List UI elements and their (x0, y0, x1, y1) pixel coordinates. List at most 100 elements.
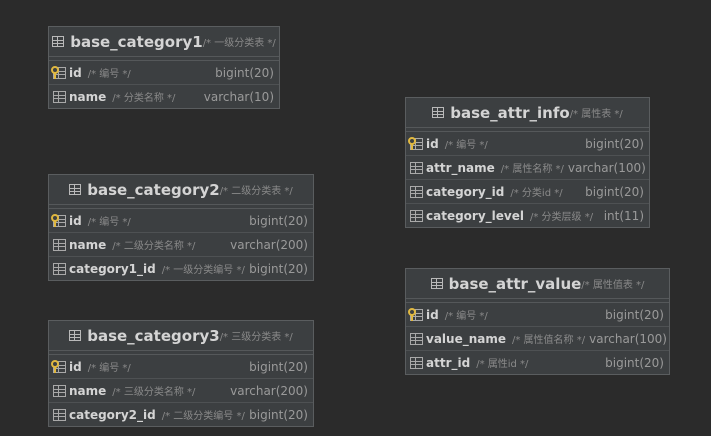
column-row[interactable]: id /* 编号 */ bigint(20) (49, 355, 313, 379)
column-type: bigint(20) (585, 136, 644, 151)
column-comment: /* 分类id */ (510, 188, 563, 199)
column-icon (410, 161, 423, 174)
column-icon (53, 238, 66, 251)
table-comment: /* 二级分类表 */ (219, 186, 293, 197)
column-comment: /* 分类层级 */ (530, 212, 594, 223)
column-row[interactable]: category_id /* 分类id */ bigint(20) (406, 180, 649, 204)
table-comment: /* 一级分类表 */ (202, 38, 276, 49)
table-icon (430, 278, 443, 289)
column-icon (53, 384, 66, 397)
column-row[interactable]: value_name /* 属性值名称 */ varchar(100) (406, 327, 669, 351)
column-name: id (69, 213, 82, 228)
primary-key-icon (408, 307, 423, 321)
table-base-category3[interactable]: base_category3 /* 三级分类表 */ id /* 编号 */ b… (48, 320, 314, 427)
table-header[interactable]: base_category3 /* 三级分类表 */ (49, 321, 313, 351)
column-type: varchar(200) (230, 383, 308, 398)
column-name: category1_id (69, 261, 156, 276)
column-row[interactable]: name /* 三级分类名称 */ varchar(200) (49, 379, 313, 403)
column-type: bigint(20) (605, 307, 664, 322)
column-row[interactable]: id /* 编号 */ bigint(20) (49, 209, 313, 233)
column-comment: /* 分类名称 */ (112, 93, 176, 104)
primary-key-icon (51, 213, 66, 227)
column-name: category_id (426, 184, 505, 199)
column-type: varchar(100) (589, 331, 667, 346)
column-name: attr_id (426, 355, 471, 370)
column-row[interactable]: id /* 编号 */ bigint(20) (406, 132, 649, 156)
column-row[interactable]: category1_id /* 一级分类编号 */ bigint(20) (49, 257, 313, 280)
column-type: bigint(20) (585, 184, 644, 199)
column-comment: /* 属性值名称 */ (512, 335, 586, 346)
table-title: base_attr_info (450, 103, 570, 122)
column-name: category_level (426, 208, 524, 223)
table-base-attr-value[interactable]: base_attr_value /* 属性值表 */ id /* 编号 */ b… (405, 268, 670, 375)
primary-key-icon (408, 136, 423, 150)
table-title: base_attr_value (448, 274, 582, 293)
table-title: base_category1 (70, 32, 203, 51)
column-icon (53, 408, 66, 421)
column-comment: /* 二级分类编号 */ (161, 411, 245, 422)
column-name: attr_name (426, 160, 495, 175)
table-comment: /* 属性值表 */ (581, 280, 645, 291)
column-name: id (69, 359, 82, 374)
column-icon (410, 332, 423, 345)
column-icon (410, 209, 423, 222)
column-row[interactable]: category_level /* 分类层级 */ int(11) (406, 204, 649, 227)
column-name: id (426, 136, 439, 151)
column-name: category2_id (69, 407, 156, 422)
primary-key-icon (51, 65, 66, 79)
column-type: bigint(20) (605, 355, 664, 370)
column-name: name (69, 383, 107, 398)
column-comment: /* 编号 */ (87, 217, 131, 228)
column-type: int(11) (603, 208, 644, 223)
column-row[interactable]: name /* 二级分类名称 */ varchar(200) (49, 233, 313, 257)
column-comment: /* 编号 */ (444, 311, 488, 322)
primary-key-icon (51, 359, 66, 373)
column-comment: /* 属性名称 */ (500, 164, 564, 175)
table-comment: /* 三级分类表 */ (219, 332, 293, 343)
column-type: bigint(20) (249, 407, 308, 422)
column-comment: /* 二级分类名称 */ (112, 241, 196, 252)
column-name: id (69, 65, 82, 80)
column-row[interactable]: id /* 编号 */ bigint(20) (49, 61, 279, 85)
table-icon (52, 36, 65, 47)
column-row[interactable]: name /* 分类名称 */ varchar(10) (49, 85, 279, 108)
column-name: id (426, 307, 439, 322)
column-icon (53, 262, 66, 275)
column-icon (410, 356, 423, 369)
column-row[interactable]: attr_name /* 属性名称 */ varchar(100) (406, 156, 649, 180)
column-icon (53, 90, 66, 103)
column-comment: /* 属性id */ (476, 359, 529, 370)
table-title: base_category3 (87, 326, 220, 345)
column-comment: /* 一级分类编号 */ (161, 265, 245, 276)
table-base-attr-info[interactable]: base_attr_info /* 属性表 */ id /* 编号 */ big… (405, 97, 650, 228)
table-header[interactable]: base_category1 /* 一级分类表 */ (49, 27, 279, 57)
table-icon (69, 330, 82, 341)
column-type: bigint(20) (249, 359, 308, 374)
column-comment: /* 编号 */ (87, 363, 131, 374)
table-base-category2[interactable]: base_category2 /* 二级分类表 */ id /* 编号 */ b… (48, 174, 314, 281)
table-base-category1[interactable]: base_category1 /* 一级分类表 */ id /* 编号 */ b… (48, 26, 280, 109)
column-type: bigint(20) (249, 261, 308, 276)
column-name: name (69, 89, 107, 104)
column-row[interactable]: attr_id /* 属性id */ bigint(20) (406, 351, 669, 374)
column-type: varchar(100) (567, 160, 646, 175)
table-header[interactable]: base_category2 /* 二级分类表 */ (49, 175, 313, 205)
column-comment: /* 编号 */ (87, 69, 131, 80)
table-header[interactable]: base_attr_value /* 属性值表 */ (406, 269, 669, 299)
column-name: name (69, 237, 107, 252)
column-row[interactable]: id /* 编号 */ bigint(20) (406, 303, 669, 327)
column-comment: /* 编号 */ (444, 140, 488, 151)
column-type: varchar(200) (230, 237, 308, 252)
column-comment: /* 三级分类名称 */ (112, 387, 196, 398)
column-name: value_name (426, 331, 506, 346)
column-type: varchar(10) (203, 89, 274, 104)
column-type: bigint(20) (215, 65, 274, 80)
table-header[interactable]: base_attr_info /* 属性表 */ (406, 98, 649, 128)
table-icon (432, 107, 445, 118)
column-row[interactable]: category2_id /* 二级分类编号 */ bigint(20) (49, 403, 313, 426)
table-title: base_category2 (87, 180, 220, 199)
table-icon (69, 184, 82, 195)
column-icon (410, 185, 423, 198)
column-type: bigint(20) (249, 213, 308, 228)
table-comment: /* 属性表 */ (569, 109, 623, 120)
